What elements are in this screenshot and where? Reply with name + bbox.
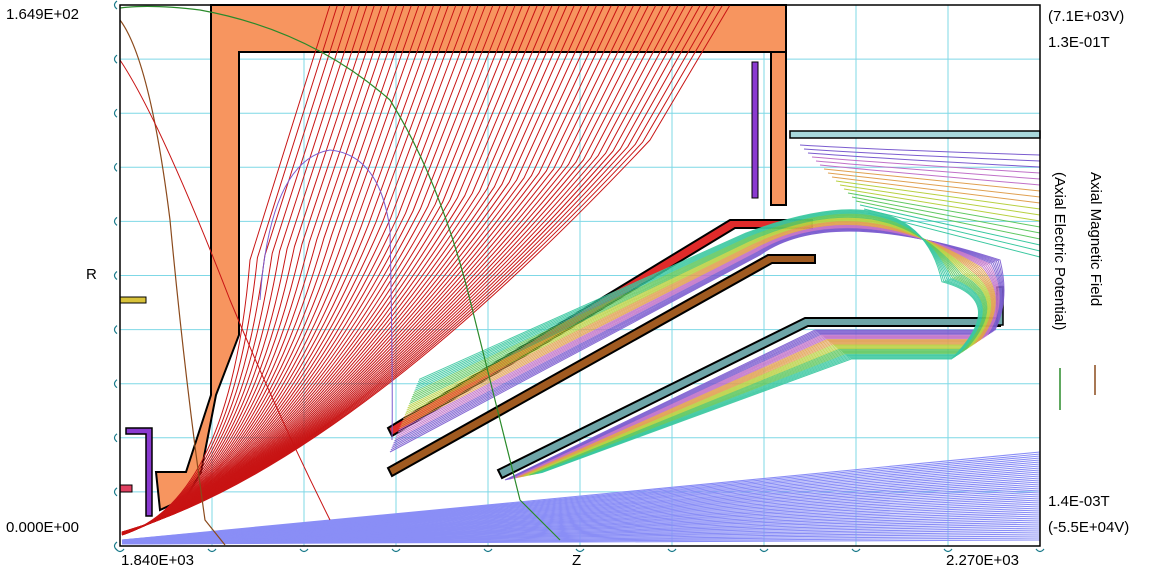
equipotential-line	[807, 152, 1041, 168]
x-min-label: 1.840E+03	[121, 552, 194, 569]
y-max-label: 1.649E+02	[6, 6, 79, 23]
equipotential-line	[863, 208, 1041, 252]
right-bottom-potential-label: (-5.5E+04V)	[1048, 519, 1130, 536]
plot-frame	[119, 4, 1041, 547]
x-axis-title: Z	[572, 552, 582, 569]
x-tick	[207, 548, 217, 553]
equipotential-line	[803, 148, 1041, 162]
y-tick	[113, 0, 118, 10]
equipotential-line	[847, 192, 1041, 228]
legend-magnetic-field: Axial Magnetic Field	[1087, 172, 1104, 307]
right-bottom-field-label: 1.4E-03T	[1048, 493, 1110, 510]
axis-ticks	[113, 0, 1045, 553]
y-tick	[113, 216, 118, 226]
y-tick	[113, 54, 118, 64]
outer-electrode	[154, 4, 787, 512]
equipotential-line	[835, 180, 1041, 210]
top-right-plate	[789, 130, 1041, 139]
right-top-field-label: 1.3E-01T	[1048, 34, 1110, 51]
magnetic-field-curve	[119, 19, 226, 546]
purple-bracket	[125, 427, 153, 517]
legend-electric-potential: (Axial Electric Potential)	[1051, 172, 1068, 331]
equipotential-line	[395, 226, 999, 479]
x-tick	[575, 548, 585, 553]
equipotential-line	[823, 168, 1041, 192]
x-tick	[667, 548, 677, 553]
equipotential-line	[831, 176, 1041, 204]
y-tick	[113, 108, 118, 118]
y-tick	[113, 325, 118, 335]
x-max-label: 2.270E+03	[946, 552, 1019, 569]
equipotential-line	[839, 184, 1041, 216]
brown-electrode	[386, 254, 816, 478]
equipotential-line	[395, 227, 1000, 480]
teal-electrode	[496, 317, 1001, 480]
purple-rod	[751, 61, 759, 199]
y-tick	[113, 487, 118, 497]
equipotential-line	[859, 204, 1041, 246]
field-curve-red	[119, 59, 331, 521]
equipotential-line	[417, 210, 981, 474]
x-tick	[759, 548, 769, 553]
equipotential-line	[827, 172, 1041, 198]
equipotential-line	[819, 164, 1041, 186]
trajectory-blue	[121, 451, 1041, 541]
potential-curve	[119, 5, 561, 541]
equipotential-line	[851, 196, 1041, 234]
field-curves	[119, 5, 1096, 546]
y-tick	[113, 541, 118, 551]
field-curve-purple	[259, 149, 393, 441]
red-part	[119, 484, 133, 493]
equipotential-line	[815, 160, 1041, 180]
x-tick	[483, 548, 493, 553]
x-tick	[943, 548, 953, 553]
x-tick	[391, 548, 401, 553]
y-axis-title: R	[86, 266, 97, 283]
y-tick	[113, 379, 118, 389]
y-tick	[113, 162, 118, 172]
x-tick	[299, 548, 309, 553]
equipotential-line	[418, 209, 979, 474]
y-min-label: 0.000E+00	[6, 519, 79, 536]
x-tick	[851, 548, 861, 553]
equipotential-line	[843, 188, 1041, 222]
y-tick	[113, 433, 118, 443]
y-tick	[113, 271, 118, 280]
trajectory-red	[121, 4, 731, 533]
equipotential-line	[867, 212, 1041, 258]
equipotential-line	[855, 200, 1041, 240]
yellow-part	[119, 296, 147, 304]
equipotential-lines	[389, 144, 1041, 481]
equipotential-line	[811, 156, 1041, 174]
right-top-potential-label: (7.1E+03V)	[1048, 8, 1125, 25]
particle-trajectories	[121, 4, 1041, 545]
x-tick	[1035, 548, 1045, 553]
equipotential-line	[394, 227, 1001, 480]
equipotential-line	[799, 144, 1041, 156]
equipotential-line	[416, 211, 982, 474]
